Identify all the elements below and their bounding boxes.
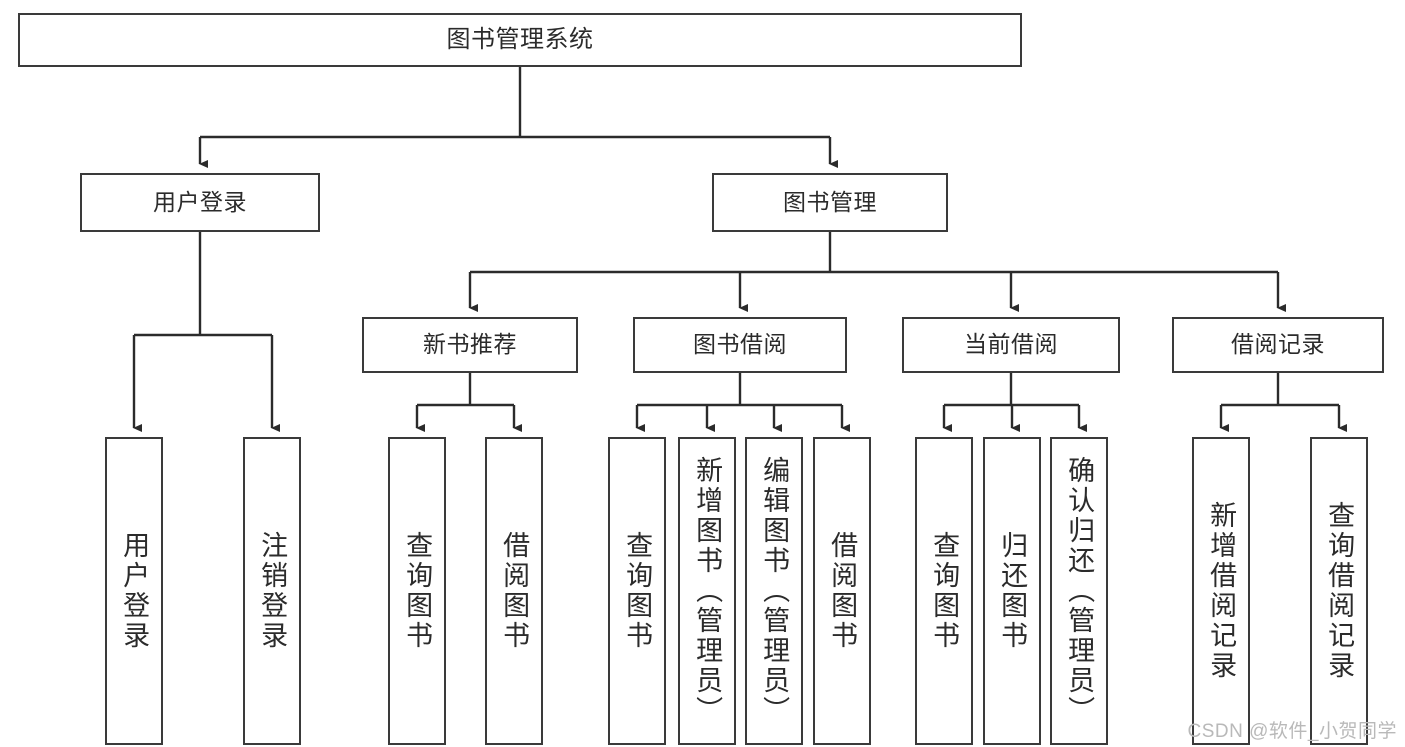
node-label-leaf-query-book-1: 查询图书 xyxy=(402,531,433,651)
node-book-manage[interactable]: 图书管理 xyxy=(712,173,948,232)
node-leaf-return-book[interactable]: 归还图书 xyxy=(983,437,1041,745)
node-label-current-borrow: 当前借阅 xyxy=(964,331,1058,358)
node-leaf-confirm-ret[interactable]: 确认归还（管理员） xyxy=(1050,437,1108,745)
node-label-leaf-confirm-ret: 确认归还（管理员） xyxy=(1064,456,1095,726)
node-leaf-query-book-1[interactable]: 查询图书 xyxy=(388,437,446,745)
node-label-book-borrow: 图书借阅 xyxy=(693,331,787,358)
node-label-borrow-record: 借阅记录 xyxy=(1231,331,1325,358)
node-leaf-add-record[interactable]: 新增借阅记录 xyxy=(1192,437,1250,745)
node-leaf-user-login[interactable]: 用户登录 xyxy=(105,437,163,745)
node-leaf-borrow-book-1[interactable]: 借阅图书 xyxy=(485,437,543,745)
node-borrow-record[interactable]: 借阅记录 xyxy=(1172,317,1384,373)
node-label-book-manage: 图书管理 xyxy=(783,188,877,215)
watermark-text: CSDN @软件_小贺同学 xyxy=(1187,721,1397,742)
node-label-user-login: 用户登录 xyxy=(153,188,247,215)
node-book-borrow[interactable]: 图书借阅 xyxy=(633,317,847,373)
node-new-book-rec[interactable]: 新书推荐 xyxy=(362,317,578,373)
node-label-leaf-add-record: 新增借阅记录 xyxy=(1206,501,1237,681)
node-current-borrow[interactable]: 当前借阅 xyxy=(902,317,1120,373)
node-label-leaf-borrow-book-2: 借阅图书 xyxy=(827,531,858,651)
node-label-leaf-edit-book: 编辑图书（管理员） xyxy=(759,456,790,726)
node-label-leaf-logout: 注销登录 xyxy=(257,531,288,651)
node-leaf-logout[interactable]: 注销登录 xyxy=(243,437,301,745)
node-label-root: 图书管理系统 xyxy=(446,25,594,53)
node-root[interactable]: 图书管理系统 xyxy=(18,13,1022,67)
node-leaf-query-record[interactable]: 查询借阅记录 xyxy=(1310,437,1368,745)
node-label-leaf-query-book-3: 查询图书 xyxy=(929,531,960,651)
node-label-leaf-query-book-2: 查询图书 xyxy=(622,531,653,651)
node-leaf-add-book[interactable]: 新增图书（管理员） xyxy=(678,437,736,745)
node-label-leaf-user-login: 用户登录 xyxy=(119,531,150,651)
node-label-new-book-rec: 新书推荐 xyxy=(423,331,517,358)
node-label-leaf-borrow-book-1: 借阅图书 xyxy=(499,531,530,651)
node-user-login[interactable]: 用户登录 xyxy=(80,173,320,232)
node-leaf-query-book-2[interactable]: 查询图书 xyxy=(608,437,666,745)
node-label-leaf-add-book: 新增图书（管理员） xyxy=(692,456,723,726)
node-label-leaf-query-record: 查询借阅记录 xyxy=(1324,501,1355,681)
node-leaf-query-book-3[interactable]: 查询图书 xyxy=(915,437,973,745)
node-label-leaf-return-book: 归还图书 xyxy=(997,531,1028,651)
node-leaf-edit-book[interactable]: 编辑图书（管理员） xyxy=(745,437,803,745)
node-leaf-borrow-book-2[interactable]: 借阅图书 xyxy=(813,437,871,745)
